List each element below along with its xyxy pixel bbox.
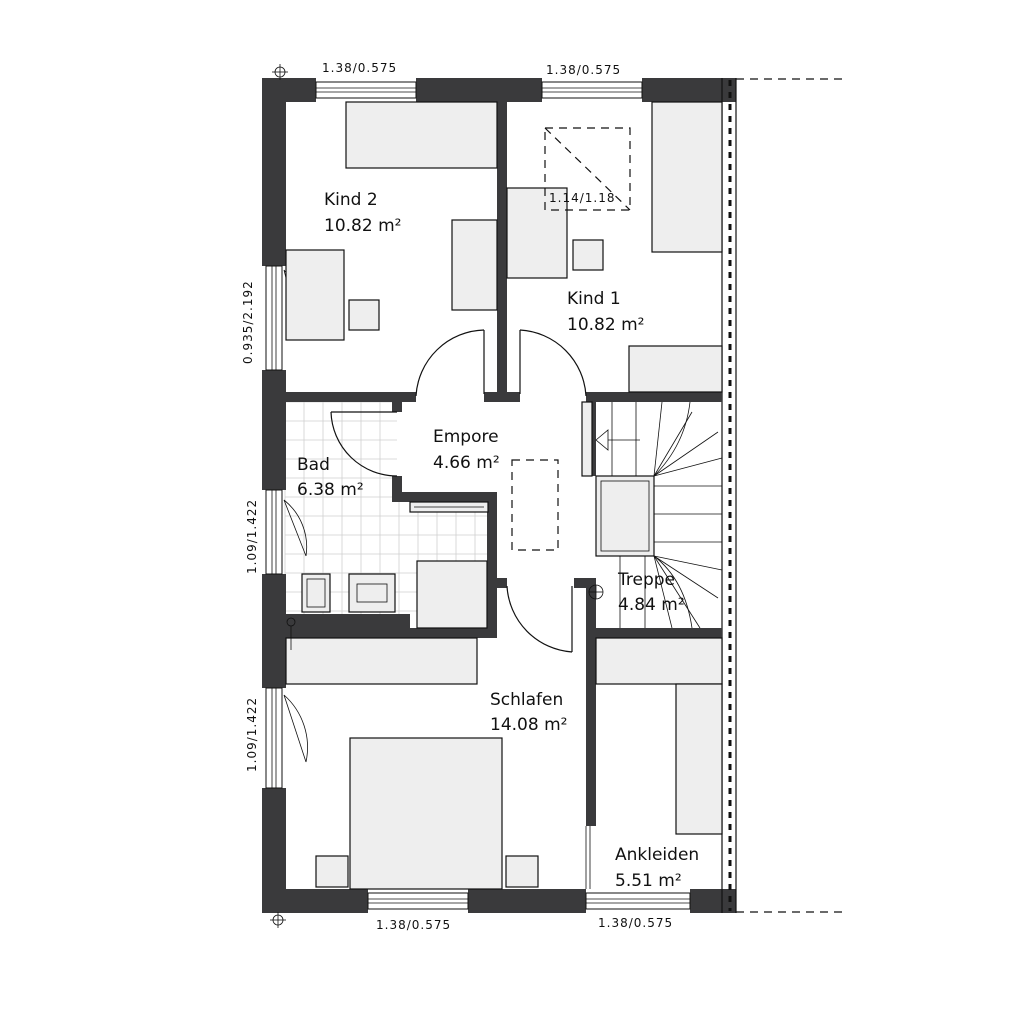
- room-name-kind2: Kind 2: [324, 190, 378, 210]
- nightstand-right: [505, 855, 539, 888]
- dim-bottom-right-window: 1.38/0.575: [598, 916, 673, 930]
- kind2-furniture: [285, 101, 498, 341]
- kind2-bed: [345, 101, 498, 169]
- shower: [416, 560, 488, 629]
- doors: [330, 329, 591, 889]
- schlafen-bed: [349, 737, 503, 890]
- schlafen-wardrobe: [285, 637, 478, 685]
- room-name-treppe: Treppe: [617, 570, 675, 590]
- ankleiden-shelf-top: [595, 637, 723, 685]
- room-area-kind1: 10.82 m²: [567, 315, 644, 335]
- dim-bottom-left-window: 1.38/0.575: [376, 918, 451, 932]
- kind2-chair: [348, 299, 380, 331]
- bad-fixtures: [286, 501, 489, 629]
- kind1-chair: [572, 239, 604, 271]
- washbasin: [348, 573, 396, 613]
- room-name-kind1: Kind 1: [567, 289, 621, 309]
- windows: [265, 81, 691, 910]
- kind1-desk: [506, 187, 568, 279]
- kind1-wardrobe: [628, 345, 723, 393]
- dim-left-upper-window: 0.935/2.192: [241, 280, 255, 364]
- ankleiden-furniture: [595, 637, 723, 835]
- room-area-bad: 6.38 m²: [297, 480, 364, 500]
- corner-markers: [270, 64, 296, 928]
- kind2-wardrobe: [451, 219, 498, 311]
- room-name-bad: Bad: [297, 455, 330, 475]
- dim-left-middle-window: 1.09/1.422: [245, 499, 259, 574]
- room-area-treppe: 4.84 m²: [618, 595, 685, 615]
- kind1-furniture: [506, 101, 723, 393]
- toilet: [301, 573, 331, 613]
- room-area-empore: 4.66 m²: [433, 453, 500, 473]
- dim-top-left-window: 1.38/0.575: [322, 61, 397, 75]
- staircase: [581, 401, 723, 629]
- empore-skylight: [511, 459, 559, 551]
- room-area-kind2: 10.82 m²: [324, 216, 401, 236]
- skylight: [544, 127, 631, 211]
- room-area-ankleiden: 5.51 m²: [615, 871, 682, 891]
- kind2-desk: [285, 249, 345, 341]
- room-name-empore: Empore: [433, 427, 499, 447]
- nightstand-left: [315, 855, 349, 888]
- party-wall: [721, 78, 737, 913]
- ankleiden-shelf-side: [675, 683, 723, 835]
- dim-skylight: 1.14/1.18: [549, 191, 615, 205]
- room-area-schlafen: 14.08 m²: [490, 715, 567, 735]
- room-name-schlafen: Schlafen: [490, 690, 563, 710]
- schlafen-furniture: [285, 637, 539, 890]
- kind1-bed: [651, 101, 723, 253]
- room-name-ankleiden: Ankleiden: [615, 845, 699, 865]
- dim-top-right-window: 1.38/0.575: [546, 63, 621, 77]
- outer-walls: [262, 78, 736, 913]
- dim-left-lower-window: 1.09/1.422: [245, 697, 259, 772]
